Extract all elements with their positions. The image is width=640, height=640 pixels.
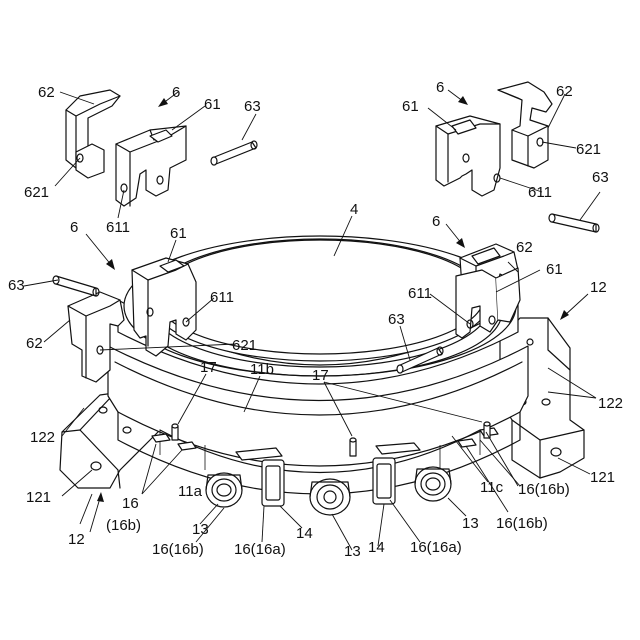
pad-16b-2 — [178, 442, 196, 450]
label-14: 14 — [368, 539, 385, 556]
label-16-16b: 16(16b) — [518, 481, 570, 498]
pin-17-left — [172, 424, 178, 440]
pin-63-top-left — [211, 141, 257, 165]
label-17: 17 — [312, 367, 329, 384]
label-16: 16 — [122, 495, 139, 512]
label-611: 611 — [408, 285, 432, 302]
label-61: 61 — [402, 98, 419, 115]
label-62: 62 — [556, 83, 573, 100]
disk-4 — [150, 239, 490, 367]
label-11b: 11b — [250, 361, 274, 378]
label-121: 121 — [590, 469, 615, 486]
part-62-top-right — [498, 82, 552, 168]
window-14-left — [262, 460, 284, 506]
connector-13-center — [310, 479, 350, 515]
label-4: 4 — [350, 201, 358, 218]
label-62: 62 — [26, 335, 43, 352]
label-13: 13 — [192, 521, 209, 538]
label-17: 17 — [200, 359, 217, 376]
label-62: 62 — [38, 84, 55, 101]
label-122: 122 — [30, 429, 55, 446]
label-6: 6 — [432, 213, 440, 230]
label-611: 611 — [106, 219, 130, 236]
clamp-6-top-left — [66, 90, 257, 206]
window-14-right — [373, 458, 395, 504]
label-63: 63 — [388, 311, 405, 328]
label-6: 6 — [172, 84, 180, 101]
connector-13-right — [415, 467, 451, 501]
pin-17-right — [484, 422, 490, 438]
label-621: 621 — [576, 141, 601, 158]
label-63: 63 — [244, 98, 261, 115]
label-12: 12 — [590, 279, 607, 296]
label-13: 13 — [344, 543, 361, 560]
label-16-16a: 16(16a) — [234, 541, 286, 558]
pad-16b-1 — [152, 434, 170, 442]
label-11a: 11a — [178, 483, 203, 500]
label-13: 13 — [462, 515, 479, 532]
label-6: 6 — [436, 79, 444, 96]
label-14: 14 — [296, 525, 313, 542]
label-122: 122 — [598, 395, 623, 412]
clamp-6-top-right — [436, 82, 599, 232]
label-611: 611 — [210, 289, 234, 306]
label-6: 6 — [70, 219, 78, 236]
label-61: 61 — [546, 261, 563, 278]
label-16-16a: 16(16a) — [410, 539, 462, 556]
label-63: 63 — [592, 169, 609, 186]
label-621: 621 — [232, 337, 257, 354]
label-62: 62 — [516, 239, 533, 256]
label-61: 61 — [204, 96, 221, 113]
part-61-top-left — [116, 126, 186, 206]
part-61-top-right — [436, 116, 500, 196]
pad-16b-3 — [458, 439, 476, 447]
pin-17-center — [350, 438, 356, 456]
label-16-16b: 16(16b) — [152, 541, 204, 558]
label-16b: (16b) — [106, 517, 141, 534]
label-611: 611 — [528, 184, 552, 201]
label-11c: 11c — [480, 479, 504, 496]
pin-63-top-right — [549, 214, 599, 232]
label-16-16b: 16(16b) — [496, 515, 548, 532]
label-63: 63 — [8, 277, 25, 294]
label-621: 621 — [24, 184, 49, 201]
pin-63-mid-left — [53, 276, 99, 296]
label-12: 12 — [68, 531, 85, 548]
label-121: 121 — [26, 489, 51, 506]
connector-13-left — [206, 473, 242, 507]
label-61: 61 — [170, 225, 187, 242]
